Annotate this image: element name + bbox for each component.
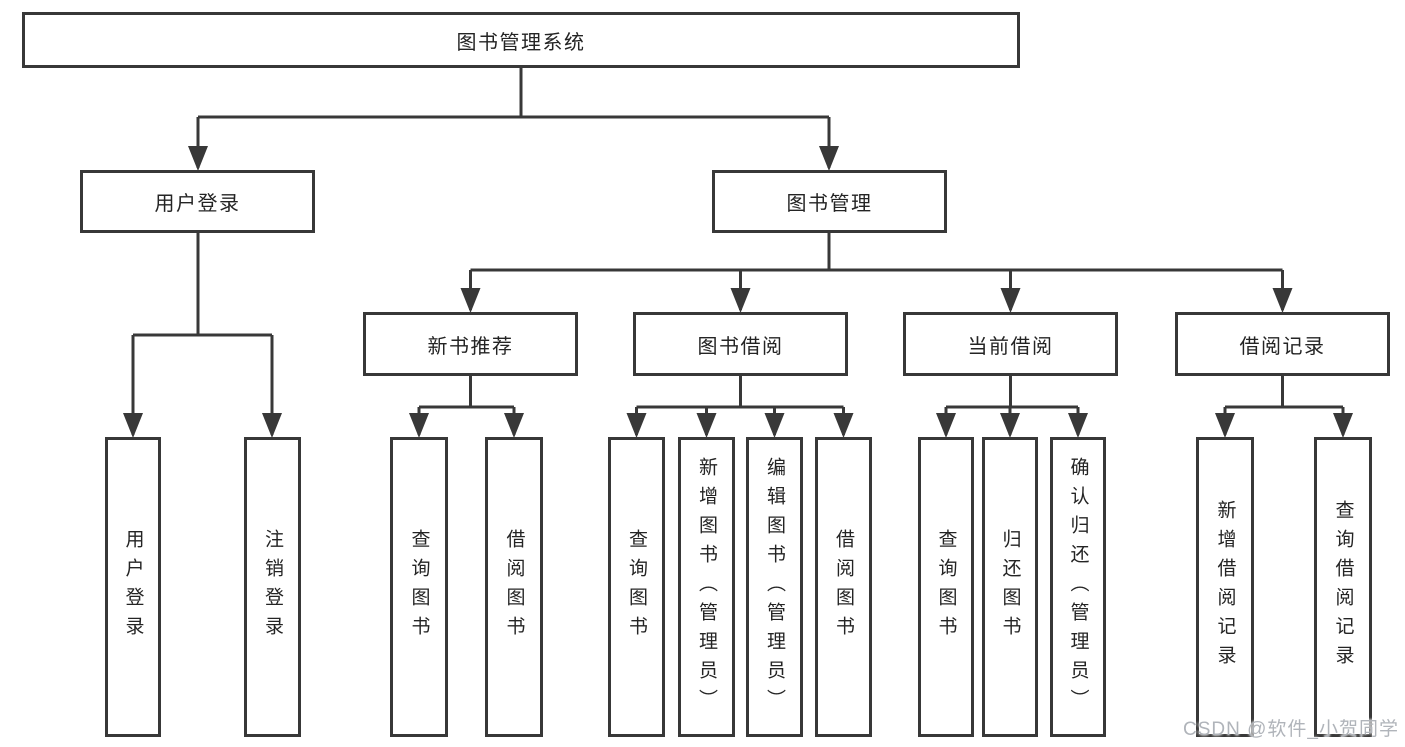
- node-user-login: 用户登录: [80, 170, 315, 233]
- leaf-query-borrow-record: 查询借阅记录: [1314, 437, 1372, 737]
- node-book-management: 图书管理: [712, 170, 947, 233]
- leaf-query-books-borrow: 查询图书: [608, 437, 665, 737]
- leaf-borrow-books: 借阅图书: [815, 437, 872, 737]
- node-library-management-system: 图书管理系统: [22, 12, 1020, 68]
- leaf-logout-login: 注销登录: [244, 437, 301, 737]
- leaf-borrow-books-recommend: 借阅图书: [485, 437, 543, 737]
- node-borrow-records: 借阅记录: [1175, 312, 1390, 376]
- node-current-borrow: 当前借阅: [903, 312, 1118, 376]
- leaf-add-borrow-record: 新增借阅记录: [1196, 437, 1254, 737]
- leaf-query-books-recommend: 查询图书: [390, 437, 448, 737]
- node-book-borrow: 图书借阅: [633, 312, 848, 376]
- leaf-user-login: 用户登录: [105, 437, 161, 737]
- arrowhead-icons: [123, 146, 1353, 438]
- leaf-query-books-current: 查询图书: [918, 437, 974, 737]
- node-new-book-recommend: 新书推荐: [363, 312, 578, 376]
- csdn-watermark: CSDN @软件_小贺同学: [1183, 719, 1399, 740]
- leaf-return-book: 归还图书: [982, 437, 1038, 737]
- leaf-edit-book-admin: 编辑图书（管理员）: [746, 437, 803, 737]
- leaf-add-book-admin: 新增图书（管理员）: [678, 437, 735, 737]
- leaf-confirm-return-admin: 确认归还（管理员）: [1050, 437, 1106, 737]
